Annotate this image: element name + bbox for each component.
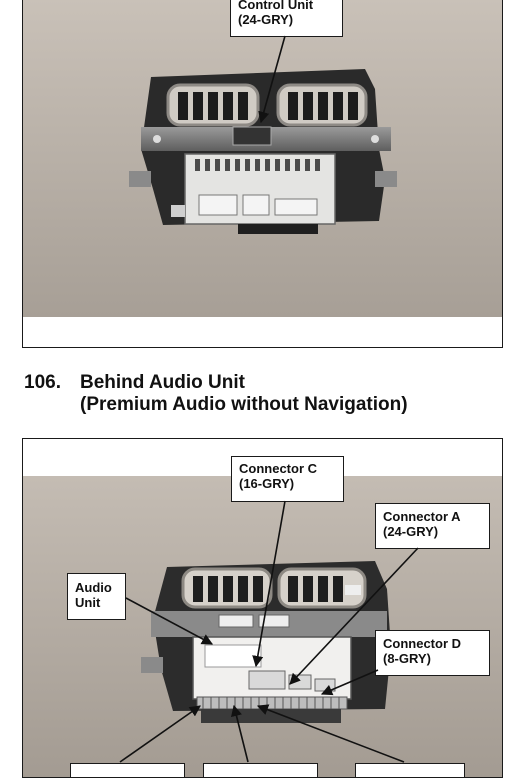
control-unit-callout: Control Unit (24-GRY) (230, 0, 343, 37)
climate-control-unit-photo (23, 0, 502, 347)
connector-c-spec: (16-GRY) (239, 476, 295, 491)
audio-unit-label-line2: Unit (75, 595, 101, 610)
bottom-left-callout (70, 763, 185, 777)
audio-unit-callout: Audio Unit (67, 573, 126, 620)
section-heading: 106. Behind Audio Unit (Premium Audio wit… (24, 372, 408, 416)
connector-c-callout: Connector C (16-GRY) (231, 456, 344, 502)
connector-c-label: Connector C (239, 461, 317, 476)
section-title: Behind Audio Unit (80, 372, 245, 393)
connector-d-spec: (8-GRY) (383, 651, 431, 666)
connector-a-callout: Connector A (24-GRY) (375, 503, 490, 549)
connector-a-label: Connector A (383, 509, 461, 524)
bottom-center-callout (203, 763, 318, 777)
connector-d-callout: Connector D (8-GRY) (375, 630, 490, 676)
connector-a-spec: (24-GRY) (383, 524, 439, 539)
top-figure-panel: Control Unit (24-GRY) (22, 0, 503, 348)
bottom-figure-panel: Connector C (16-GRY) Connector A (24-GRY… (22, 438, 503, 778)
bottom-right-callout (355, 763, 465, 777)
section-number: 106. (24, 372, 61, 393)
connector-d-label: Connector D (383, 636, 461, 651)
section-subtitle: (Premium Audio without Navigation) (80, 394, 408, 415)
control-unit-connector-spec: (24-GRY) (238, 12, 294, 27)
control-unit-label: Control Unit (238, 0, 314, 12)
audio-unit-label: Audio (75, 580, 112, 595)
